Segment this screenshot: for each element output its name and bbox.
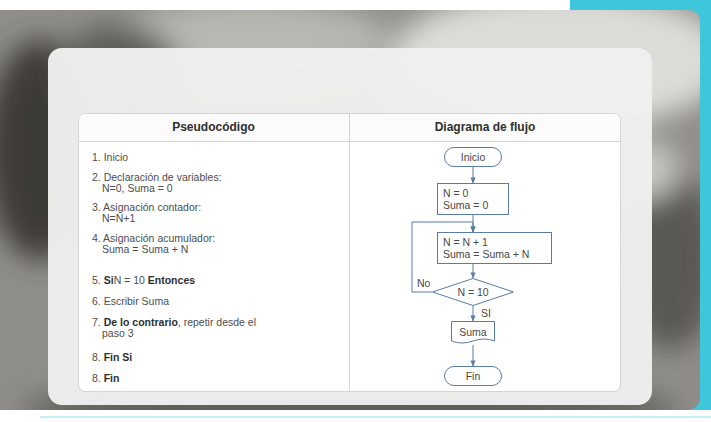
pseudocode-line: 4. Asignación acumulador: [92,231,215,245]
column-divider [349,114,350,391]
node-shape [445,148,502,167]
flow-connector [473,306,474,321]
pseudocode-line: 7.De lo contrario, repetir desde el [92,315,256,329]
column-header: Pseudocódigo [78,119,349,135]
terminal-box: Inicio [444,147,502,167]
flow-connector [473,264,474,278]
step-text: 7. [92,316,101,328]
step-text: 5. [92,274,101,286]
step-text: 4. Asignación acumulador: [92,232,215,244]
step-text: 3. Asignación contador: [92,201,201,213]
pseudocode-line: 6. Escribir Suma [92,294,169,308]
pseudocode-line: paso 3 [102,326,134,340]
node-shape [438,184,509,215]
node-text: Suma = Suma + N [443,248,529,260]
flow-connector [473,167,474,183]
node-text: Suma = 0 [443,199,488,211]
pseudocode-line: 1. Inicio [92,150,128,164]
decision-diamond: N = 10 [432,278,514,306]
step-text: N=0, Suma = 0 [102,182,173,194]
node-shape [452,322,495,344]
pseudocode-line: 8.Fin Si [92,350,132,364]
column-header: Diagrama de flujo [349,119,621,135]
flow-connector [473,345,474,366]
node-text: Suma [459,326,486,338]
keyword-text: De lo contrario [104,316,178,328]
pseudocode-line: 2. Declaración de variables: [92,170,222,184]
step-text: N = 10 [114,274,145,286]
step-text: 6. Escribir Suma [92,295,169,307]
pseudocode-line: N=N+1 [102,211,135,225]
step-text: 1. Inicio [92,151,128,163]
step-text: paso 3 [102,327,134,339]
node-text: N = 10 [457,286,488,298]
branch-label: SI [480,307,492,319]
process-box: N = 0Suma = 0 [437,183,509,215]
keyword-text: Fin Si [104,351,133,363]
pseudocode-line: N=0, Suma = 0 [102,181,173,195]
keyword-text: Fin [104,372,120,384]
branch-label: No [416,277,431,289]
pseudocode-line: 3. Asignación contador: [92,200,201,214]
node-text: Fin [466,370,481,382]
step-text: 8. [92,372,101,384]
node-text: N = 0 [443,187,468,199]
keyword-text: Entonces [148,274,195,286]
accent-line [40,416,711,418]
output-box: Suma [451,321,495,345]
pseudocode-line: Suma = Suma + N [102,242,188,256]
node-text: N = N + 1 [443,236,488,248]
node-shape [445,367,502,386]
step-text: 2. Declaración de variables: [92,171,222,183]
step-text: 8. [92,351,101,363]
node-text: Inicio [461,151,486,163]
terminal-box: Fin [444,366,502,386]
step-text: N=N+1 [102,212,135,224]
keyword-text: Si [104,274,114,286]
step-text: Suma = Suma + N [102,243,188,255]
node-shape [433,279,514,306]
process-box: N = N + 1Suma = Suma + N [437,232,552,264]
step-text: , repetir desde el [178,316,256,328]
pseudocode-line: 8.Fin [92,371,119,385]
node-shape [438,233,552,264]
pseudocode-line: 5.SiN = 10Entonces [92,273,195,287]
